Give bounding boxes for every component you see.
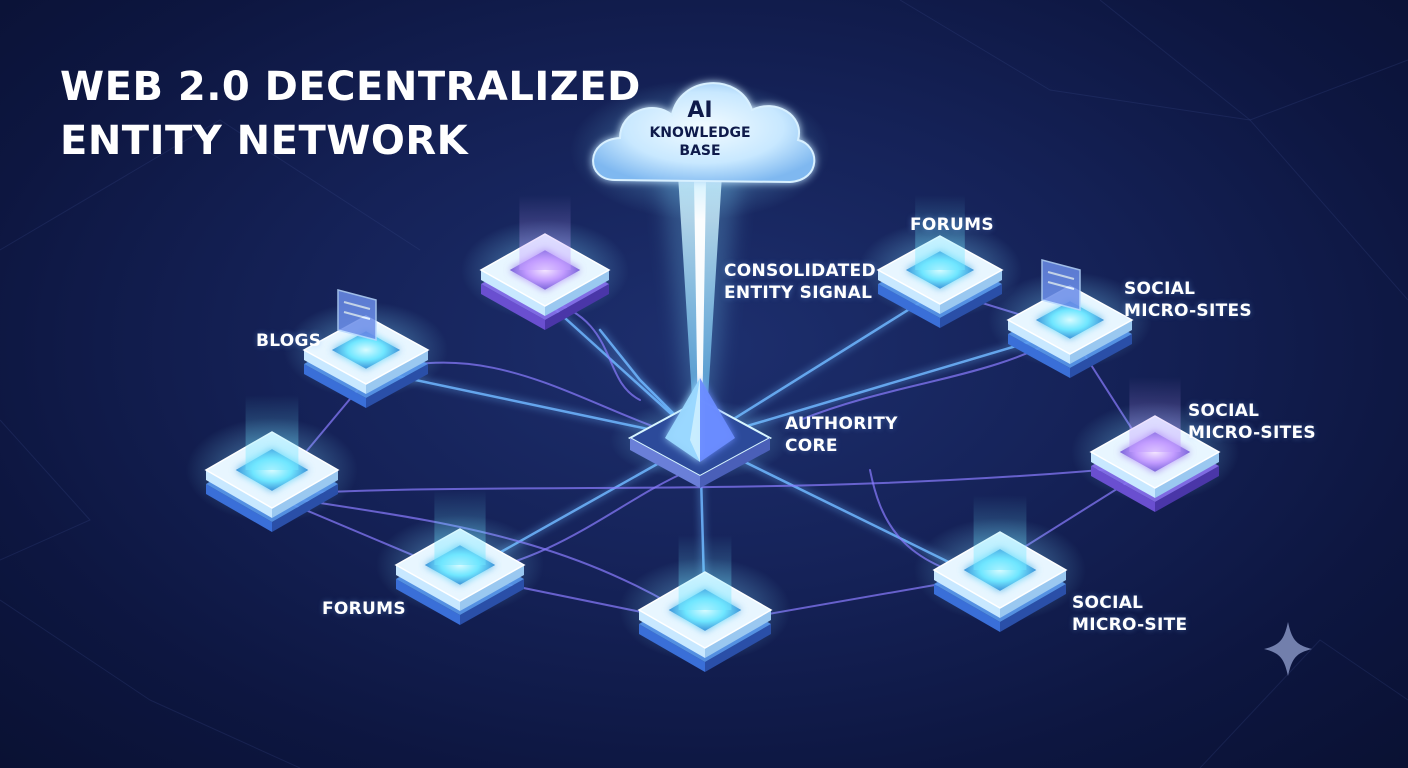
node-forums-bottom xyxy=(376,490,544,625)
node-left xyxy=(186,395,358,532)
consolidated-signal-label: CONSOLIDATED ENTITY SIGNAL xyxy=(724,260,876,304)
cloud-label-line-1: AI xyxy=(687,98,713,123)
authority-label-line-1: AUTHORITY xyxy=(785,414,898,434)
cloud-label-line-2: KNOWLEDGE xyxy=(649,125,751,141)
browser-window-icon xyxy=(337,289,377,341)
social-micro-site-label-c: SOCIAL MICRO-SITE xyxy=(1072,592,1187,636)
node-blogs xyxy=(284,289,448,408)
node-bottom-center xyxy=(619,535,791,672)
title-line-1: WEB 2.0 DECENTRALIZED xyxy=(60,64,641,110)
cloud-icon xyxy=(570,80,830,220)
forums-top-label: FORUMS xyxy=(910,215,994,235)
social-micro-sites-label-a: SOCIAL MICRO-SITES xyxy=(1124,278,1252,322)
node-top-center xyxy=(461,195,629,330)
authority-core xyxy=(610,378,790,488)
consolidated-signal-beam xyxy=(660,170,740,430)
authority-label-line-2: CORE xyxy=(785,436,838,456)
consolidated-label-line-2: ENTITY SIGNAL xyxy=(724,283,873,303)
node-social-right xyxy=(1071,377,1239,512)
node-social-top xyxy=(988,259,1152,378)
browser-window-icon xyxy=(1041,259,1081,311)
authority-core-label: AUTHORITY CORE xyxy=(785,413,898,457)
social-a-line-1: SOCIAL xyxy=(1124,279,1196,299)
consolidated-label-line-1: CONSOLIDATED xyxy=(724,261,876,281)
cloud-label-line-3: BASE xyxy=(679,143,721,159)
social-c-line-2: MICRO-SITE xyxy=(1072,615,1188,635)
social-b-line-2: MICRO-SITES xyxy=(1188,423,1316,443)
node-social-bottom xyxy=(914,495,1086,632)
title-line-2: ENTITY NETWORK xyxy=(60,118,469,164)
social-b-line-1: SOCIAL xyxy=(1188,401,1260,421)
authority-core-prism-icon xyxy=(665,378,735,462)
social-micro-sites-label-b: SOCIAL MICRO-SITES xyxy=(1188,400,1316,444)
cloud-label: AI KNOWLEDGE BASE xyxy=(640,98,760,160)
social-a-line-2: MICRO-SITES xyxy=(1124,301,1252,321)
blogs-label: BLOGS xyxy=(256,331,322,351)
network-nodes xyxy=(186,195,1239,672)
social-c-line-1: SOCIAL xyxy=(1072,593,1144,613)
forums-bottom-label: FORUMS xyxy=(322,599,406,619)
sparkle-icon xyxy=(1264,622,1312,676)
node-forums-top xyxy=(858,195,1022,328)
page-title: WEB 2.0 DECENTRALIZED ENTITY NETWORK xyxy=(60,60,641,168)
